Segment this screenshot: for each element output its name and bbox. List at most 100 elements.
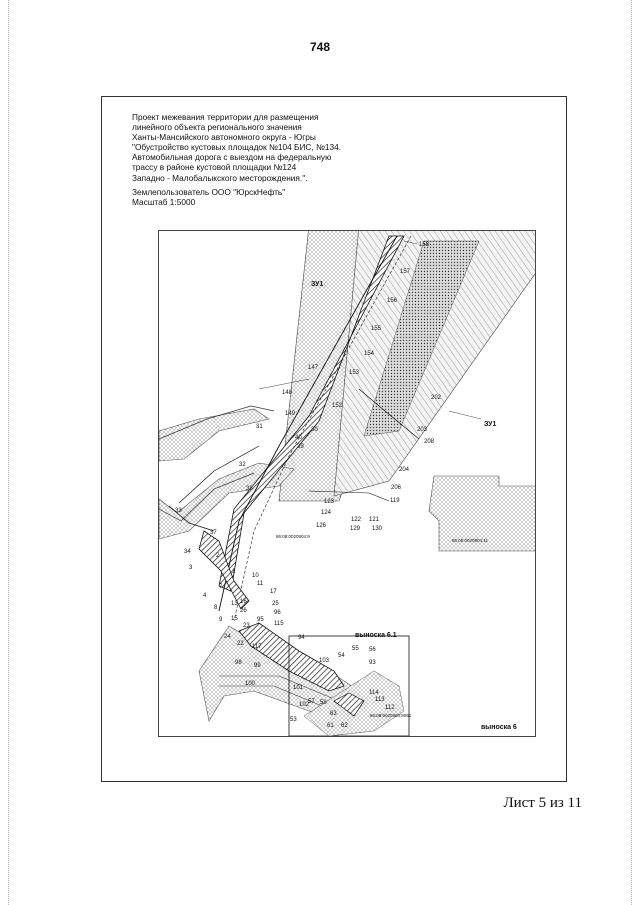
point-label: 154 (364, 351, 375, 357)
point-label: 22 (237, 641, 244, 647)
point-label: 202 (431, 395, 442, 401)
parcel-east (428, 475, 535, 552)
point-label: 100 (245, 681, 256, 687)
point-label: 98 (235, 660, 242, 666)
point-label: 63 (330, 711, 337, 717)
zu1-spur (198, 530, 250, 610)
point-label: 16 (240, 599, 247, 605)
point-label: 130 (372, 526, 383, 532)
point-label: 129 (350, 526, 361, 532)
point-label: 62 (341, 723, 348, 729)
zu1-strip (218, 235, 405, 592)
point-label: 102 (299, 702, 310, 708)
map-svg: 158 157 156 155 154 153 152 147 148 149 … (159, 231, 535, 736)
point-label: 38 (246, 486, 253, 492)
drawing-frame (101, 96, 567, 782)
scan-edge-left (8, 0, 10, 905)
point-label: 152 (332, 403, 343, 409)
point-label: 114 (369, 690, 379, 696)
point-label: 31 (256, 424, 263, 430)
point-label: 96 (274, 610, 281, 616)
point-label: 113 (375, 697, 385, 703)
point-labels: 158 157 156 155 154 153 152 147 148 149 … (175, 242, 442, 729)
title-line: Западно - Малобалыкского месторождения."… (132, 172, 308, 183)
point-label: 157 (400, 269, 411, 275)
point-label: 8 (214, 605, 218, 611)
point-label: 40 (295, 435, 302, 441)
cadastral-map: 158 157 156 155 154 153 152 147 148 149 … (158, 230, 536, 737)
point-label: 93 (369, 660, 376, 666)
title-line: трассу в районе кустовой площадки №124 (132, 162, 297, 173)
point-label: 147 (308, 365, 319, 371)
point-label: 95 (257, 617, 264, 623)
point-label: 112 (385, 705, 395, 711)
point-label: 54 (338, 653, 345, 659)
point-label: 99 (254, 663, 261, 669)
point-label: 10 (252, 573, 259, 579)
title-line: Проект межевания территории для размещен… (132, 112, 319, 122)
road-core (363, 240, 480, 437)
title-line: Автомобильная дорога с выездом на федера… (132, 152, 332, 163)
point-label: 204 (399, 467, 410, 473)
point-label: 56 (369, 647, 376, 653)
point-label: 30 (311, 427, 318, 433)
point-label: 123 (324, 499, 335, 505)
title-line: линейного объекта регионального значения (132, 122, 302, 133)
map-scale: Масштаб 1:5000 (132, 196, 196, 207)
point-label: 153 (349, 370, 360, 376)
point-label: 94 (298, 635, 305, 641)
point-label: 121 (369, 517, 380, 523)
inset-label-6: выноска 6 (481, 724, 517, 731)
point-label: 34 (184, 549, 191, 555)
point-label: 37 (210, 530, 217, 536)
point-label: 203 (417, 427, 428, 433)
point-label: 17 (270, 589, 277, 595)
point-label: 58 (320, 700, 327, 706)
point-label: 101 (293, 685, 304, 691)
inset-label-6-1: выноска 6.1 (355, 632, 397, 639)
inset-6-1-box (288, 635, 410, 736)
zone-label-zu1: ЗУ1 (484, 421, 496, 428)
point-label: 23 (243, 623, 250, 629)
point-label: 61 (327, 723, 334, 729)
point-label: 53 (290, 717, 297, 723)
point-label: 24 (224, 634, 231, 640)
page-number: 748 (309, 40, 331, 54)
point-label: 206 (391, 485, 402, 491)
point-label: 15 (231, 616, 238, 622)
point-label: 25 (272, 601, 279, 607)
point-label: 26 (240, 608, 247, 614)
point-label: 124 (321, 510, 332, 516)
point-label: 7 (219, 584, 223, 590)
point-label: 33 (175, 508, 182, 514)
point-label: 156 (387, 298, 398, 304)
point-label: 126 (316, 523, 327, 529)
point-label: 148 (282, 390, 293, 396)
cadastral-number: 86:08:0020904:9 (276, 534, 310, 539)
point-label: 4 (203, 593, 207, 599)
point-label: 208 (424, 439, 435, 445)
land-user: Землепользователь ООО "ЮрскНефть" (132, 186, 286, 197)
parcel-west (159, 408, 270, 462)
point-label: 11 (257, 581, 264, 587)
point-label: 32 (239, 462, 246, 468)
point-label: 1 (232, 569, 236, 575)
cadastral-number: 86:08:0020904:11 (452, 538, 488, 543)
point-label: 122 (351, 517, 362, 523)
point-label: 155 (371, 326, 382, 332)
title-line: "Обустройство кустовых площадок №104 БИС… (132, 142, 342, 153)
point-label: 149 (285, 411, 296, 417)
point-label: 3 (189, 565, 193, 571)
point-label: 119 (390, 498, 400, 504)
title-line: Ханты-Мансийского автономного округа - Ю… (132, 132, 316, 143)
cadastral-number: 86:08:0020904:8051 (370, 713, 412, 718)
scan-edge-right (631, 0, 633, 905)
drawing-title-block: Проект межевания территории для размещен… (132, 112, 432, 207)
zu1-south (238, 622, 345, 692)
sheet-number: Лист 5 из 11 (503, 795, 582, 811)
point-label: 55 (352, 646, 359, 652)
zone-label-zu1: ЗУ1 (311, 281, 323, 288)
point-label: 115 (274, 621, 284, 627)
point-label: 117 (252, 644, 262, 650)
point-label: 9 (219, 617, 223, 623)
